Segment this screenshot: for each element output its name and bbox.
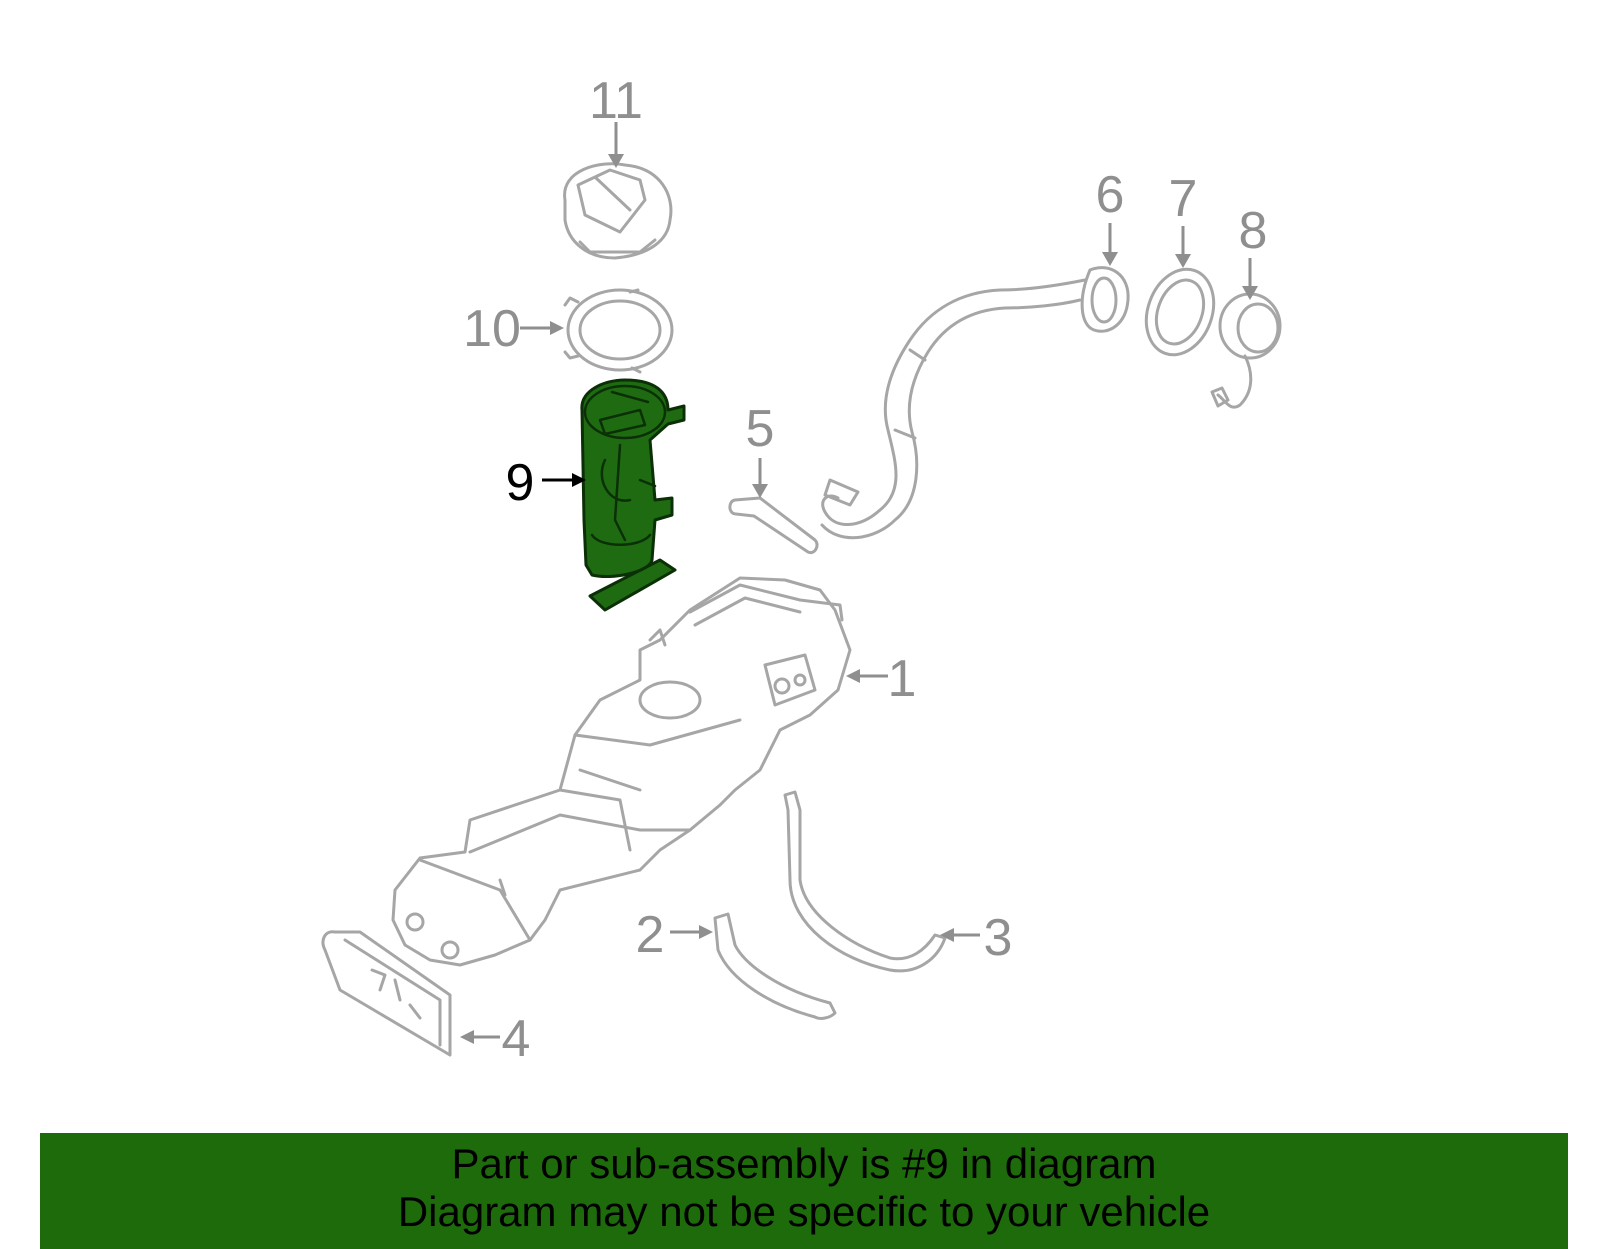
part-10-gasket[interactable] [563,288,674,374]
part-6-filler-neck[interactable] [820,266,1130,540]
part-2-strap[interactable] [713,912,837,1020]
part-3-strap[interactable] [783,790,947,973]
callout-9: 9 [506,454,535,512]
part-11-lock-ring[interactable] [563,162,673,260]
callout-arrows [460,122,1258,1044]
part-1-fuel-tank[interactable] [391,576,852,967]
callout-1: 1 [888,650,917,708]
banner-line-2: Diagram may not be specific to your vehi… [397,1188,1211,1235]
callout-3: 3 [984,909,1013,967]
part-8-fuel-cap[interactable] [1210,292,1282,409]
banner-line-1: Part or sub-assembly is #9 in diagram [451,1140,1157,1187]
callout-10: 10 [463,300,521,358]
callout-6: 6 [1096,166,1125,224]
part-7-seal[interactable] [1135,260,1225,365]
part-5-hose[interactable] [728,496,819,555]
callout-8: 8 [1239,202,1268,260]
callout-5: 5 [746,400,775,458]
callout-7: 7 [1169,170,1198,228]
callout-4: 4 [502,1010,531,1068]
part-4-heat-shield[interactable] [321,930,452,1057]
callout-11: 11 [589,72,643,130]
info-banner: Part or sub-assembly is #9 in diagram Di… [40,1133,1568,1249]
part-9-fuel-pump-module[interactable] [580,378,686,612]
callout-2: 2 [636,906,665,964]
